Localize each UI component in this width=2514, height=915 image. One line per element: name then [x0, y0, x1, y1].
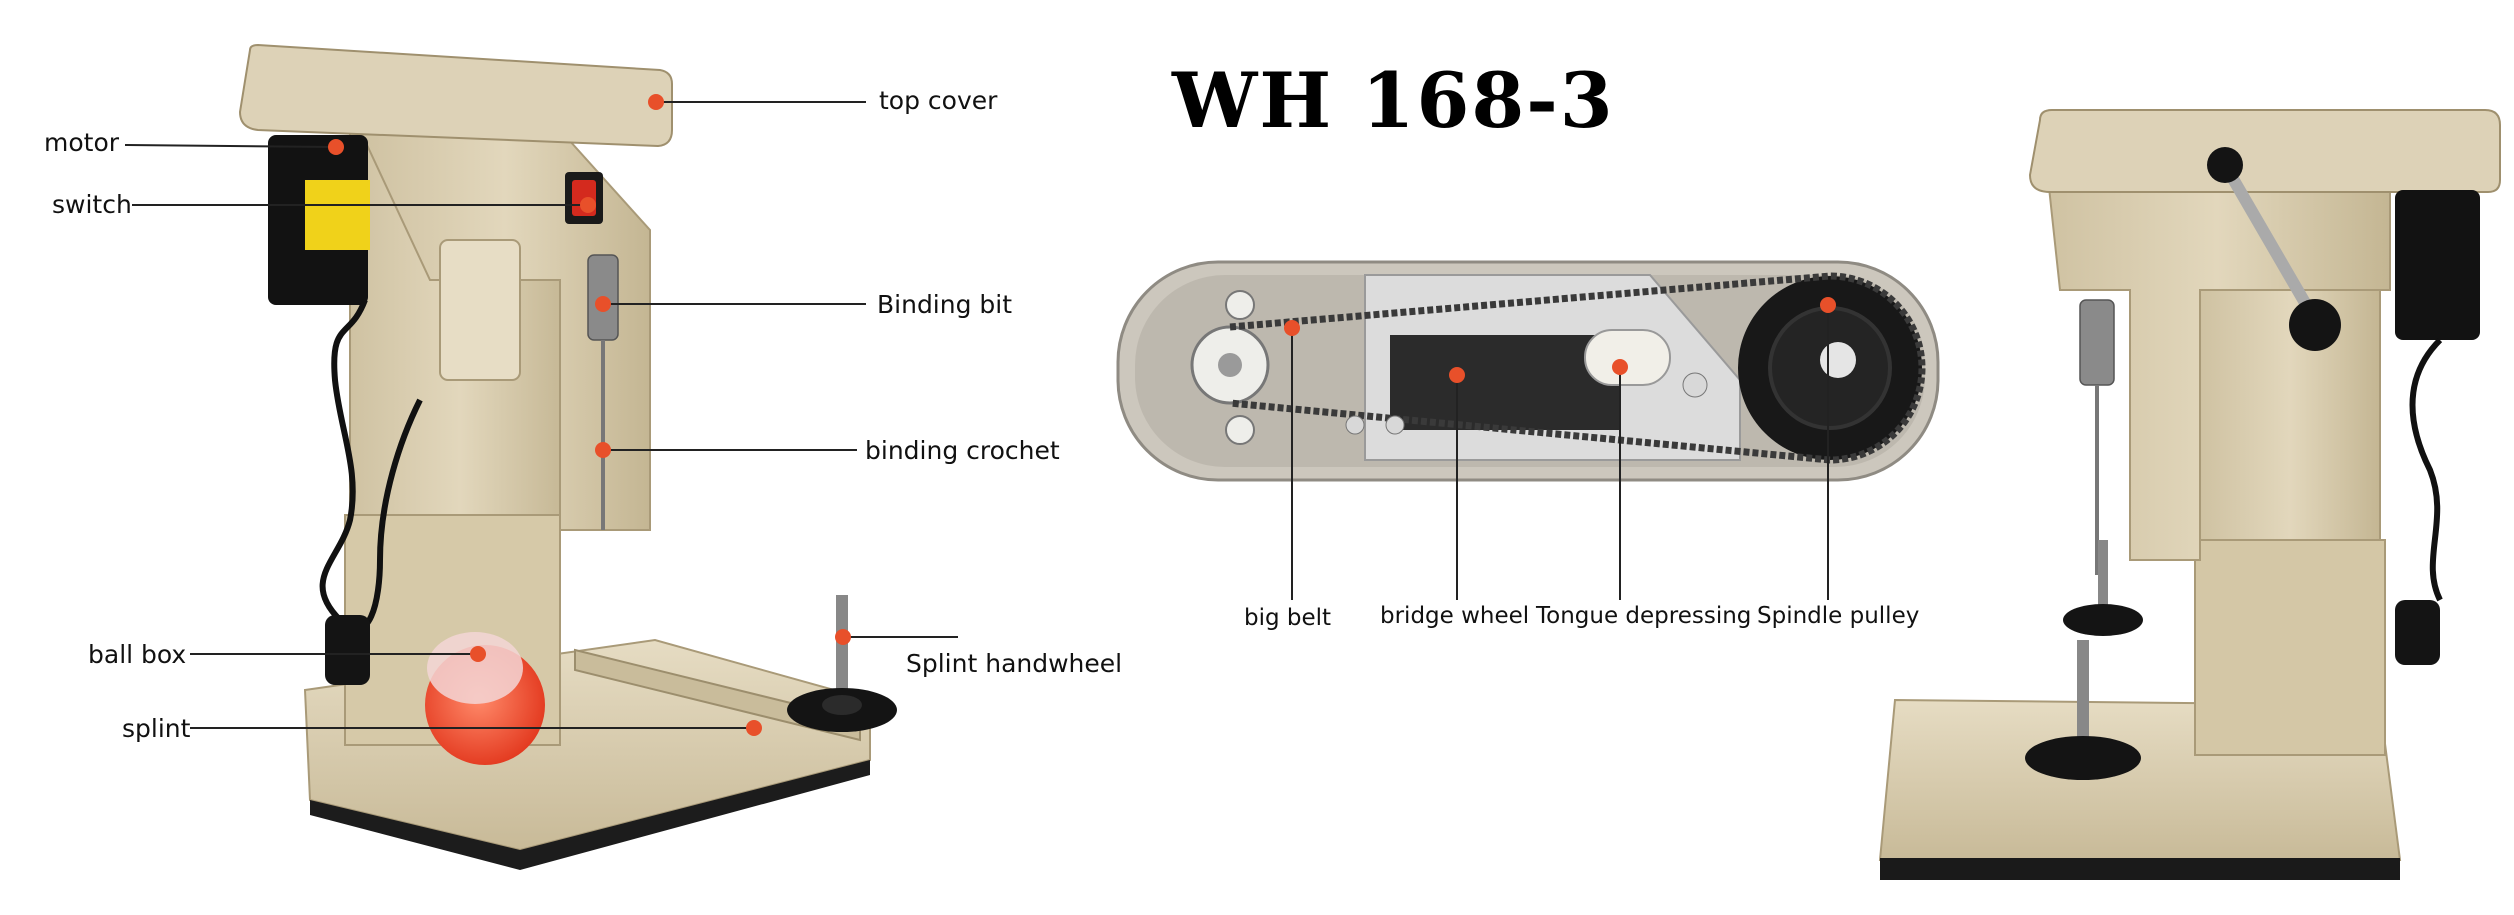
left-nameplate — [439, 239, 521, 381]
left-machine — [238, 43, 897, 870]
markers — [328, 94, 1836, 736]
right-plug — [2395, 600, 2440, 665]
label-top-cover: top cover — [879, 86, 998, 115]
label-splint-handwheel: Splint handwheel — [906, 649, 1123, 678]
right-motor — [2395, 190, 2480, 340]
right-handwheel-2 — [2025, 736, 2141, 780]
model-title: WH 168-3 — [1172, 56, 1615, 145]
center-top-view — [1116, 260, 1940, 482]
left-base-foot — [310, 760, 870, 870]
leader-lines — [124, 101, 1829, 729]
center-spindle-pulley-hub — [1820, 342, 1856, 378]
label-big-belt: big belt — [1244, 605, 1332, 631]
label-spindle-pulley: Spindle pulley — [1757, 603, 1920, 629]
right-lever-hub — [2289, 299, 2341, 351]
label-motor: motor — [44, 128, 120, 157]
marker-ball-box — [470, 646, 486, 662]
marker-splint — [746, 720, 762, 736]
right-lever — [2219, 161, 2321, 324]
marker-binding-bit — [595, 296, 611, 312]
marker-bridge-wheel — [1449, 367, 1465, 383]
marker-tongue-depressing — [1612, 359, 1628, 375]
left-top-cover — [238, 43, 673, 148]
center-small-bolt-2 — [1385, 415, 1405, 435]
right-lever-knob — [2207, 147, 2243, 183]
center-cavity — [1390, 335, 1620, 430]
label-binding-bit: Binding bit — [877, 290, 1013, 319]
marker-switch — [580, 197, 596, 213]
right-top-cover — [2028, 109, 2501, 193]
left-motor-sticker — [305, 180, 370, 250]
right-column-sleeve — [2194, 539, 2386, 756]
marker-splint-handwheel — [835, 629, 851, 645]
marker-motor — [328, 139, 344, 155]
left-ball-box-lid — [427, 632, 523, 704]
right-base-foot — [1880, 858, 2400, 880]
marker-spindle-pulley — [1820, 297, 1836, 313]
right-machine — [1878, 109, 2501, 880]
left-plug — [325, 615, 370, 685]
center-tongue — [1584, 329, 1671, 386]
label-tongue-depressing: Tongue depressing — [1536, 603, 1752, 629]
left-splint-rail — [574, 648, 861, 742]
label-binding-crochet: binding crochet — [865, 436, 1060, 465]
right-handwheel-1 — [2063, 604, 2143, 636]
label-switch: switch — [52, 190, 132, 219]
center-belt — [1229, 272, 1926, 464]
label-ball-box: ball box — [88, 640, 187, 669]
right-head — [2043, 149, 2391, 561]
right-chuck — [2079, 299, 2115, 386]
marker-big-belt — [1284, 320, 1300, 336]
center-small-bolt-1 — [1345, 415, 1365, 435]
left-power-cable — [319, 298, 423, 632]
center-small-bolt-3 — [1682, 372, 1708, 398]
marker-top-cover — [648, 94, 664, 110]
label-splint: splint — [122, 714, 191, 743]
label-bridge-wheel: bridge wheel — [1380, 603, 1530, 629]
left-handwheel-hub — [822, 695, 862, 715]
center-bolt-top — [1225, 290, 1255, 320]
center-bolt-bottom — [1225, 415, 1255, 445]
marker-binding-crochet — [595, 442, 611, 458]
center-bridge-wheel-left-hub — [1218, 353, 1242, 377]
leader-motor — [124, 144, 337, 148]
right-power-cable — [2409, 337, 2443, 602]
